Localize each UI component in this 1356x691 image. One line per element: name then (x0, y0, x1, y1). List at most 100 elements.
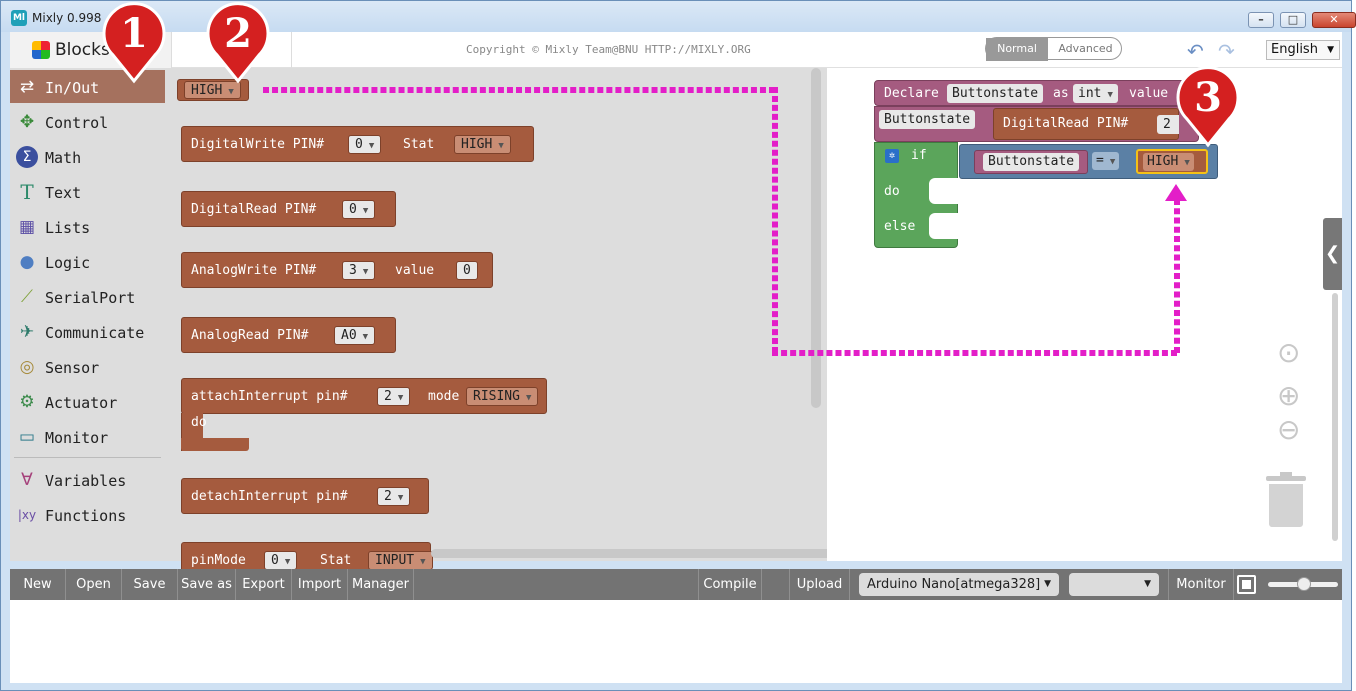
workspace-scrollbar[interactable] (1332, 293, 1338, 541)
pinmode-pin-dropdown[interactable]: 0▼ (264, 551, 298, 570)
zoom-in-icon[interactable]: ⊕ (1277, 379, 1301, 412)
attach-pin-dropdown[interactable]: 2▼ (377, 387, 411, 406)
trash-can (1269, 484, 1303, 527)
block-analogwrite[interactable]: AnalogWrite PIN# 3▼ value 0 (181, 252, 493, 288)
copyright-text: Copyright © Mixly Team@BNU HTTP://MIXLY.… (466, 43, 751, 56)
maximize-button[interactable]: □ (1280, 12, 1306, 28)
block-workspace[interactable]: Declare Buttonstate as int▼ value Button… (827, 68, 1342, 561)
chevron-down-icon: ▼ (1044, 579, 1051, 589)
sidebar-item-logic[interactable]: ●Logic (10, 245, 165, 278)
digitalread-pin-dropdown[interactable]: 0▼ (342, 200, 376, 219)
block-high[interactable]: HIGH▼ (177, 79, 249, 101)
save-as-button[interactable]: Save as (178, 569, 236, 600)
block-digitalread[interactable]: DigitalRead PIN# 0▼ (181, 191, 396, 227)
pin-value: 0 (271, 553, 279, 568)
high-value[interactable]: HIGH▼ (184, 81, 241, 99)
chevron-down-icon: ▼ (420, 557, 426, 567)
digitalread-ws-pin[interactable]: 2 (1157, 115, 1179, 134)
block-if-else[interactable]: ✲ if do else (874, 142, 959, 248)
compile-button[interactable]: Compile (698, 569, 762, 600)
mode-advanced-option[interactable]: Advanced (1058, 42, 1113, 55)
port-select[interactable]: ▼ (1069, 573, 1159, 596)
buttonstate-var[interactable]: Buttonstate (879, 110, 976, 129)
pinmode-stat-dropdown[interactable]: INPUT▼ (368, 551, 433, 570)
declare-type-dropdown[interactable]: int▼ (1073, 84, 1118, 103)
chevron-down-icon: ▼ (1107, 90, 1113, 100)
output-console[interactable] (10, 600, 1342, 683)
export-button[interactable]: Export (236, 569, 292, 600)
tab-code[interactable] (172, 32, 292, 68)
compare-high-block[interactable]: HIGH▼ (1136, 149, 1208, 174)
digitalwrite-pin-dropdown[interactable]: 0▼ (348, 135, 382, 154)
block-compare[interactable]: Buttonstate =▼ HIGH▼ (959, 144, 1218, 179)
redo-icon[interactable]: ↷ (1218, 39, 1235, 63)
import-button[interactable]: Import (292, 569, 348, 600)
sidebar-item-sensor[interactable]: ◎Sensor (10, 350, 165, 383)
close-button[interactable]: ✕ (1312, 12, 1356, 28)
language-select[interactable]: English▼ (1266, 40, 1340, 60)
mode-label: mode (428, 389, 460, 404)
declare-var-field[interactable]: Buttonstate (947, 84, 1044, 103)
monitor-button[interactable]: Monitor (1168, 569, 1234, 600)
upload-button[interactable]: Upload (790, 569, 850, 600)
block-digitalread-ws[interactable]: DigitalRead PIN# 2 (993, 108, 1179, 140)
digitalwrite-label: DigitalWrite PIN# (191, 137, 325, 152)
analogwrite-value-input[interactable]: 0 (456, 261, 478, 280)
sidebar-item-variables[interactable]: ∀Variables (10, 463, 165, 496)
block-detachinterrupt[interactable]: detachInterrupt pin# 2▼ (181, 478, 429, 514)
mode-normal-option[interactable]: Normal (986, 38, 1048, 61)
sidebar-item-actuator[interactable]: ⚙Actuator (10, 385, 165, 418)
compare-operator-dropdown[interactable]: =▼ (1092, 152, 1120, 170)
recenter-icon[interactable]: ⊙ (1277, 336, 1301, 369)
arrows-icon: ⇄ (19, 77, 35, 97)
sidebar-item-lists[interactable]: ▦Lists (10, 210, 165, 243)
trash-icon[interactable] (1266, 472, 1306, 527)
board-select[interactable]: Arduino Nano[atmega328]▼ (859, 573, 1059, 596)
gear-icon[interactable]: ✲ (885, 149, 899, 163)
math-icon: Σ (16, 146, 38, 168)
do-label: do (884, 184, 900, 199)
zoom-slider-handle[interactable] (1297, 577, 1311, 591)
block-attachinterrupt[interactable]: attachInterrupt pin# 2▼ mode RISING▼ (181, 378, 547, 414)
as-label: as (1053, 86, 1069, 101)
attach-mode-dropdown[interactable]: RISING ▼ (466, 387, 539, 406)
sidebar-item-serialport[interactable]: ⟋SerialPort (10, 280, 165, 313)
digitalwrite-stat-dropdown[interactable]: HIGH▼ (454, 135, 511, 154)
minimize-button[interactable]: – (1248, 12, 1274, 28)
high-label: HIGH (191, 83, 223, 98)
sidebar-item-label: Functions (45, 507, 127, 525)
sidebar-item-label: In/Out (45, 79, 100, 97)
flyout-horizontal-scrollbar[interactable] (431, 549, 921, 558)
sidebar-item-monitor[interactable]: ▭Monitor (10, 420, 165, 453)
mode-value: RISING (473, 389, 520, 404)
sidebar-divider (14, 457, 161, 458)
compare-const[interactable]: HIGH▼ (1143, 153, 1194, 171)
flyout-vertical-scrollbar[interactable] (811, 68, 821, 408)
compare-left-var-block[interactable]: Buttonstate (974, 150, 1088, 174)
sidebar-item-functions[interactable]: |xy Functions (10, 498, 165, 531)
manager-button[interactable]: Manager (348, 569, 414, 600)
new-button[interactable]: New (10, 569, 66, 600)
collapse-panel-tab[interactable]: ❮ (1323, 218, 1342, 290)
open-button[interactable]: Open (66, 569, 122, 600)
sidebar-item-communicate[interactable]: ✈Communicate (10, 315, 165, 348)
mode-switch[interactable]: Normal Advanced (985, 37, 1122, 61)
block-analogread[interactable]: AnalogRead PIN# A0▼ (181, 317, 396, 353)
zoom-out-icon[interactable]: ⊖ (1277, 413, 1301, 446)
analogwrite-pin-dropdown[interactable]: 3▼ (342, 261, 376, 280)
functions-icon: |xy (17, 508, 37, 522)
sidebar-item-label: Communicate (45, 324, 145, 342)
save-button[interactable]: Save (122, 569, 178, 600)
chevron-down-icon: ▼ (525, 393, 532, 403)
block-declare[interactable]: Declare Buttonstate as int▼ value (874, 80, 1196, 106)
analogread-pin-dropdown[interactable]: A0▼ (334, 326, 376, 345)
chip-icon[interactable] (1237, 575, 1256, 594)
block-digitalwrite[interactable]: DigitalWrite PIN# 0▼ Stat HIGH▼ (181, 126, 534, 162)
detach-pin-dropdown[interactable]: 2▼ (377, 487, 411, 506)
annotation-arrowhead (1165, 184, 1187, 201)
compare-var[interactable]: Buttonstate (983, 153, 1080, 171)
sidebar-item-control[interactable]: ✥Control (10, 105, 165, 138)
undo-icon[interactable]: ↶ (1187, 39, 1204, 63)
